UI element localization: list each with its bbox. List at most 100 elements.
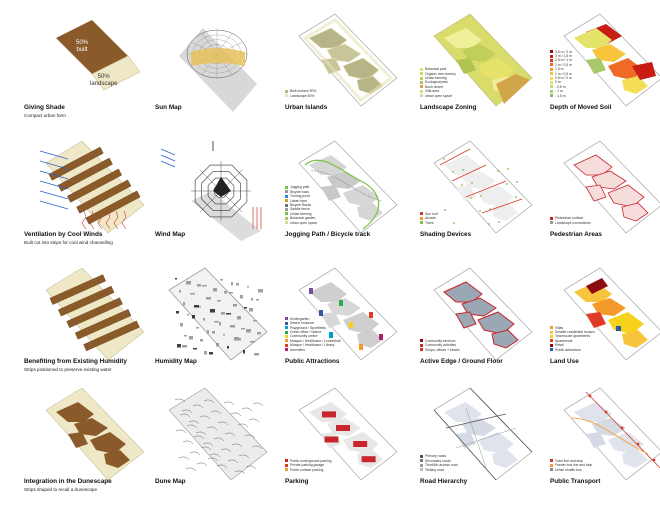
urban-island <box>327 298 361 316</box>
legend-item: 1 m / 0,5 m <box>550 72 572 76</box>
legend-swatch <box>550 216 553 220</box>
tree <box>507 168 509 170</box>
tram-stop <box>636 442 640 446</box>
map-texture <box>237 316 241 320</box>
legend-swatch <box>550 63 553 67</box>
legend-item: Organic tree nursery <box>420 72 456 76</box>
dune-contour <box>209 453 221 458</box>
attraction-marker <box>379 334 383 340</box>
dune-contour <box>224 432 236 437</box>
dune-contour <box>245 465 257 470</box>
legend-item: Trees <box>420 221 438 225</box>
legend-item: Community services <box>420 339 460 343</box>
heat-arrow <box>97 210 103 230</box>
dune-contour <box>179 413 191 418</box>
map-texture <box>231 282 233 286</box>
dune-contour <box>252 402 264 407</box>
legend-label: 2,5 m / 1 m <box>555 58 572 63</box>
map-texture <box>236 283 239 286</box>
wind-arrow <box>160 160 176 168</box>
dune-contour <box>174 398 186 403</box>
panel-graphic <box>45 387 145 481</box>
map-texture <box>187 314 189 316</box>
tram-stop <box>588 394 592 398</box>
legend-swatch <box>285 89 288 93</box>
map-texture <box>239 338 241 341</box>
map-texture <box>207 330 209 334</box>
legend-label: - 1,5 m <box>555 93 566 98</box>
legend-label: Public underground parking <box>290 458 332 463</box>
built-strip <box>85 190 141 225</box>
legend-label: Playground / Sportfields <box>290 325 326 330</box>
legend-item: 3 m / 1,5 m <box>550 54 572 58</box>
dune-contour <box>213 437 225 442</box>
legend-item: Sun roof <box>420 212 438 216</box>
panel-title: Depth of Moved Soil <box>550 104 612 111</box>
heat-arrow <box>105 210 111 230</box>
legend-label: Public attractions <box>555 347 581 352</box>
panel-title: Jogging Path / Bicycle track <box>285 231 371 238</box>
dune-contour <box>231 443 243 448</box>
tree <box>498 221 500 223</box>
public-attraction <box>616 326 621 331</box>
map-texture <box>258 289 263 293</box>
legend-label: Tram line and stop <box>555 458 583 463</box>
legend-label: 3 m / 1,5 m <box>555 54 572 58</box>
map-texture <box>224 291 227 294</box>
legend-item: Public surface parking <box>285 468 331 472</box>
panel-title: Giving Shade <box>24 104 65 111</box>
urban-island <box>308 27 348 49</box>
wind-rose-fill <box>213 177 231 197</box>
panel-title: Humidity Map <box>155 358 197 365</box>
map-texture <box>197 284 201 287</box>
attraction-marker <box>339 300 343 306</box>
legend-item: 2 m / 0,5 m <box>550 63 572 67</box>
panel-wind-map: Wind Map <box>155 135 265 259</box>
legend-item: Apartments <box>550 339 595 343</box>
panel-graphic <box>168 387 268 481</box>
built-strip <box>58 285 115 317</box>
legend-item: Turning point <box>285 194 317 198</box>
wind-arrow <box>39 160 69 170</box>
legend-label: Primary roads <box>425 454 447 459</box>
dune-contour <box>203 399 215 404</box>
legend-item: Primary roads <box>420 454 458 458</box>
wind-arrow <box>39 150 69 160</box>
legend-label: 3,5 m / 2 m <box>555 49 572 54</box>
urban-island <box>608 58 644 80</box>
panel-graphic <box>298 387 398 481</box>
legend-swatch <box>285 203 288 207</box>
site-shadow <box>179 28 257 112</box>
map-texture <box>256 299 259 301</box>
panel-graphic <box>56 20 141 91</box>
heat-arrow <box>89 210 95 230</box>
legend-item: Amenities <box>285 348 341 352</box>
legend-swatch <box>550 67 553 71</box>
panel-graphic <box>168 267 268 361</box>
dune-strip <box>104 450 130 468</box>
legend-label: Botanical park <box>425 67 447 72</box>
map-texture <box>220 279 223 281</box>
tree <box>489 208 491 210</box>
tree <box>462 169 464 171</box>
panel-graphic <box>45 267 145 361</box>
urban-island <box>444 155 482 175</box>
urban-island <box>327 171 361 189</box>
legend-label: Urban farming <box>290 211 312 216</box>
heat-arrow <box>113 210 119 230</box>
legend-item: Tram line and stop <box>550 459 592 463</box>
legend-item: urban open space <box>285 221 317 225</box>
built-strip <box>48 146 104 181</box>
map-texture <box>177 344 181 348</box>
legend-item: Feeder bus line and stop <box>550 463 592 467</box>
dune-contour <box>181 409 193 414</box>
legend-swatch <box>285 335 288 339</box>
attraction-marker <box>329 332 333 338</box>
legend-swatch <box>420 468 423 472</box>
